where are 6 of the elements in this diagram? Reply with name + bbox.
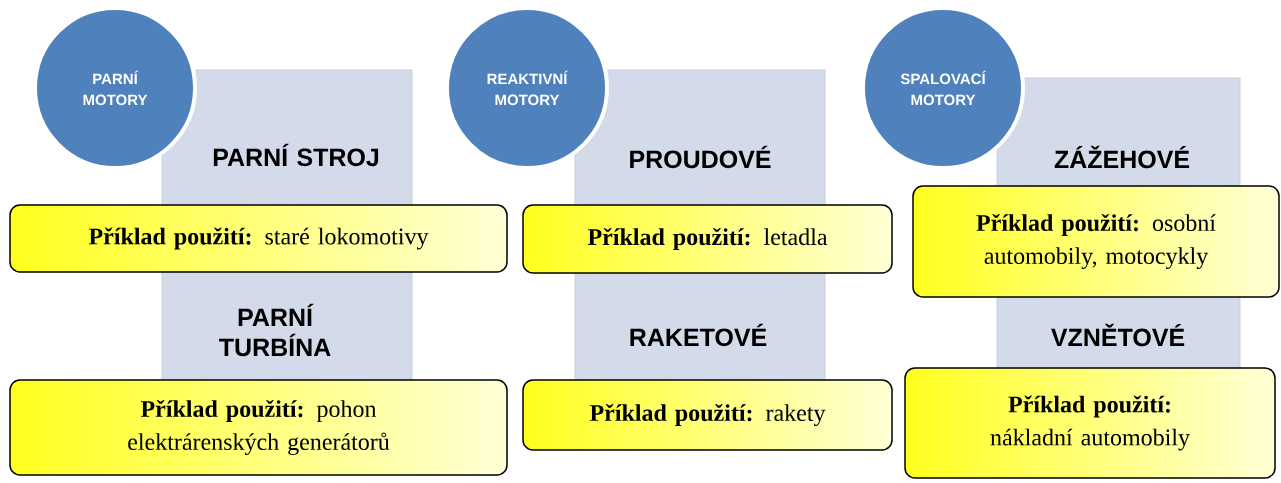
example-box: Příklad použití: pohon elektrárenských generátorů xyxy=(9,379,508,476)
example-box: Příklad použití: rakety xyxy=(522,379,893,451)
example-box: Příklad použití: letadla xyxy=(522,204,893,274)
example-box: Příklad použití: osobní automobily, motocykly xyxy=(912,185,1280,298)
example-box: Příklad použití: staré lokomotivy xyxy=(9,204,508,273)
example-box: Příklad použití: nákladní automobily xyxy=(904,367,1276,479)
